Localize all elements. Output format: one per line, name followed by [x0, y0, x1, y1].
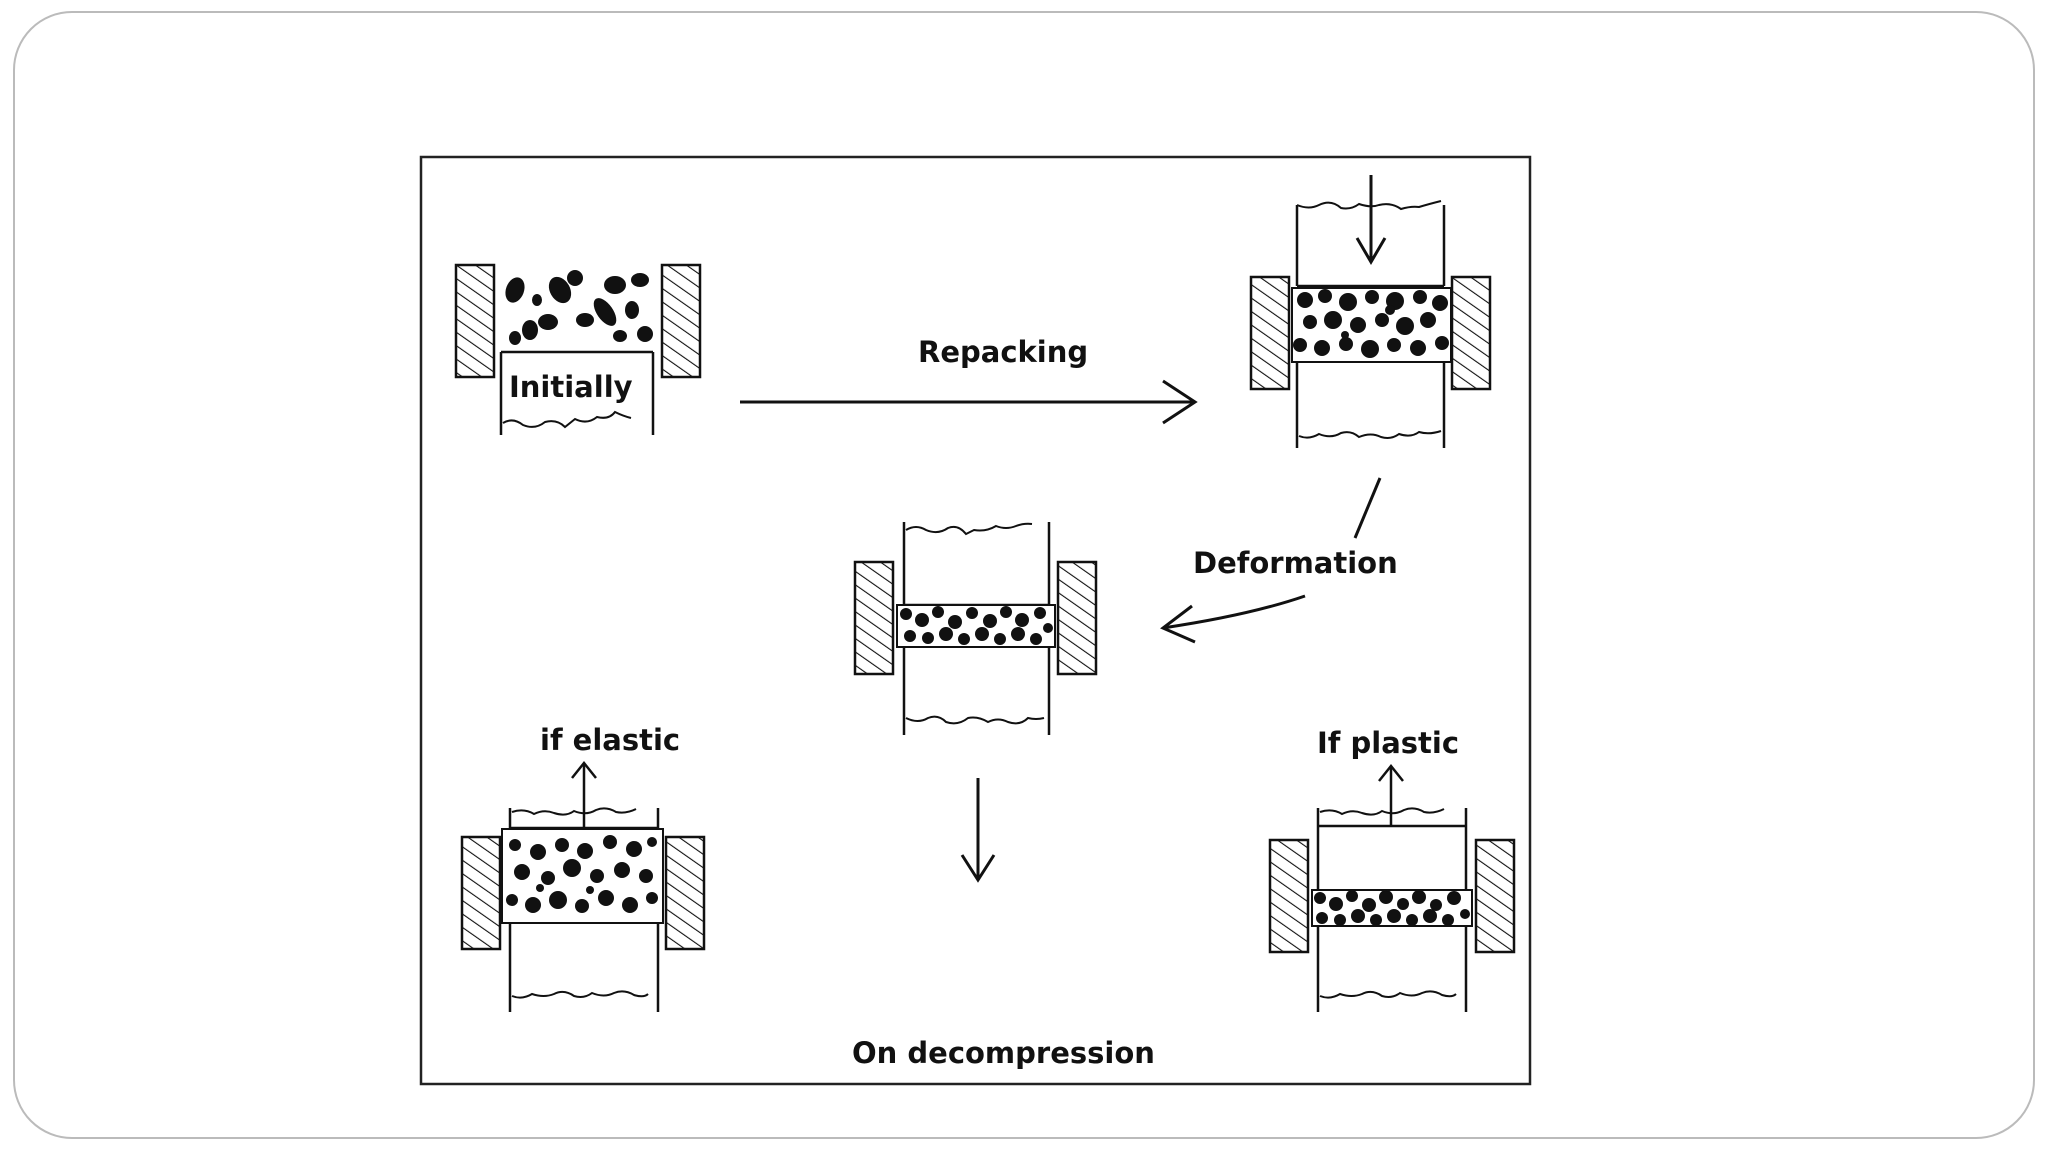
die-wall-left [853, 560, 895, 676]
label-if-elastic: if elastic [540, 723, 680, 757]
die-plastic [1268, 763, 1516, 1012]
die-wall-right [1474, 838, 1516, 954]
die-wall-left [1268, 838, 1310, 954]
label-initially: Initially [509, 370, 633, 404]
repacking-arrow [740, 379, 1198, 425]
die-wall-right [1450, 275, 1492, 391]
deformation-arrow [1160, 477, 1382, 644]
die-repacked [1249, 175, 1492, 448]
die-initial: Initially [454, 263, 702, 435]
label-on-decompression: On decompression [852, 1036, 1155, 1070]
label-if-plastic: If plastic [1317, 726, 1459, 760]
die-wall-right [664, 835, 706, 951]
label-deformation: Deformation [1193, 546, 1398, 580]
die-deformed [853, 522, 1098, 735]
decompression-arrow [960, 778, 996, 883]
die-wall-left [454, 263, 496, 379]
die-elastic [460, 760, 706, 1012]
loose-powder [505, 270, 653, 345]
label-repacking: Repacking [918, 335, 1088, 369]
lower-punch [499, 350, 655, 435]
die-wall-left [460, 835, 502, 951]
die-wall-right [1056, 560, 1098, 676]
die-wall-right [660, 263, 702, 379]
die-wall-left [1249, 275, 1291, 391]
